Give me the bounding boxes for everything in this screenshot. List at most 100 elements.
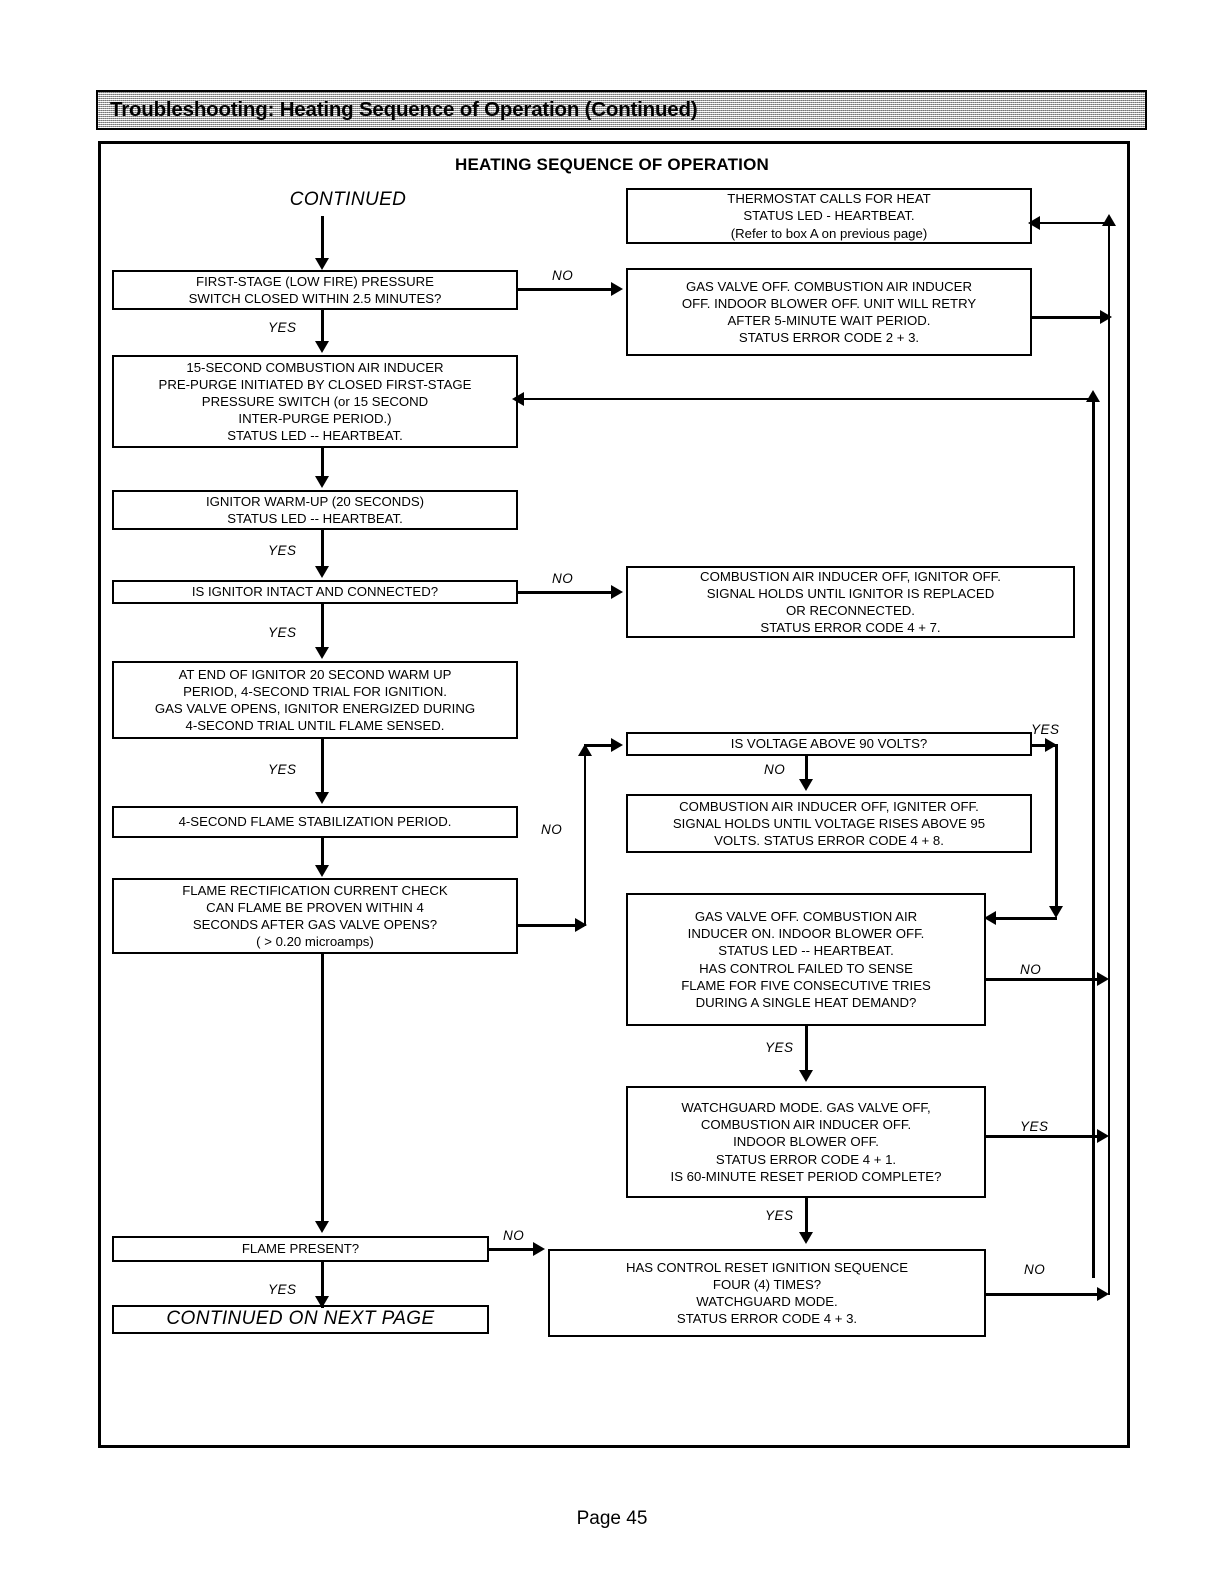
node-line: PERIOD, 4-SECOND TRIAL FOR IGNITION. bbox=[183, 683, 447, 699]
node-line: CAN FLAME BE PROVEN WITHIN 4 bbox=[206, 899, 424, 915]
arrow-down-icon bbox=[799, 779, 813, 791]
node-line: COMBUSTION AIR INDUCER OFF, IGNITER OFF. bbox=[679, 798, 979, 814]
node-five-consecutive-tries: GAS VALVE OFF. COMBUSTION AIR INDUCER ON… bbox=[626, 893, 986, 1026]
arrow-right-icon bbox=[611, 585, 623, 599]
edge-rectification-to-flame-present bbox=[321, 954, 324, 1222]
node-line: FLAME PRESENT? bbox=[241, 1241, 360, 1257]
arrow-up-icon bbox=[578, 744, 592, 756]
node-line: HAS CONTROL RESET IGNITION SEQUENCE bbox=[625, 1259, 909, 1275]
edge-prepurge-to-warmup bbox=[321, 448, 324, 478]
node-line: GAS VALVE OFF. COMBUSTION AIR INDUCER bbox=[685, 278, 972, 294]
edge-label-yes-flame-present: YES bbox=[268, 1282, 297, 1297]
node-line: HAS CONTROL FAILED TO SENSE bbox=[699, 960, 913, 976]
edge-label-no-ignitor: NO bbox=[552, 571, 574, 586]
node-line: 15-SECOND COMBUSTION AIR INDUCER bbox=[186, 359, 444, 375]
edge-trial-yes bbox=[321, 739, 324, 793]
edge-flame-rect-no-v bbox=[584, 752, 586, 926]
node-line: ( > 0.20 microamps) bbox=[256, 934, 374, 950]
node-pre-purge: 15-SECOND COMBUSTION AIR INDUCER PRE-PUR… bbox=[112, 355, 518, 448]
edge-watchguard-yes-down bbox=[805, 1198, 808, 1234]
arrow-down-icon bbox=[315, 1221, 329, 1233]
edge-first-stage-no bbox=[518, 288, 612, 291]
arrow-right-icon bbox=[1100, 310, 1112, 324]
node-line: STATUS ERROR CODE 4 + 7. bbox=[760, 620, 941, 636]
node-line: PRESSURE SWITCH (or 15 SECOND bbox=[201, 393, 429, 409]
node-line: IS IGNITOR INTACT AND CONNECTED? bbox=[191, 584, 439, 600]
section-header-banner: Troubleshooting: Heating Sequence of Ope… bbox=[96, 90, 1147, 130]
arrow-down-icon bbox=[799, 1070, 813, 1082]
edge-stabilization-to-rectification bbox=[321, 838, 324, 866]
edge-label-yes-voltage: YES bbox=[1031, 722, 1060, 737]
edge-ignitor-no bbox=[518, 591, 612, 594]
edge-flame-present-no bbox=[489, 1248, 537, 1251]
node-voltage-hold: COMBUSTION AIR INDUCER OFF, IGNITER OFF.… bbox=[626, 794, 1032, 853]
node-continued-on-next-page: CONTINUED ON NEXT PAGE bbox=[112, 1305, 489, 1334]
node-line: STATUS ERROR CODE 4 + 1. bbox=[715, 1151, 897, 1167]
node-line: SIGNAL HOLDS UNTIL VOLTAGE RISES ABOVE 9… bbox=[672, 815, 986, 831]
edge-label-yes-first-stage: YES bbox=[268, 320, 297, 335]
edge-flame-present-yes bbox=[321, 1262, 324, 1308]
rail-inner-to-prepurge bbox=[518, 398, 1092, 400]
arrow-right-icon bbox=[611, 282, 623, 296]
edge-voltage-yes-h2 bbox=[990, 917, 1057, 920]
node-gas-valve-off-retry: GAS VALVE OFF. COMBUSTION AIR INDUCER OF… bbox=[626, 268, 1032, 356]
node-reset-four-times: HAS CONTROL RESET IGNITION SEQUENCE FOUR… bbox=[548, 1249, 986, 1337]
arrow-down-icon bbox=[315, 258, 329, 270]
arrow-right-icon bbox=[1097, 1287, 1109, 1301]
arrow-up-icon bbox=[1086, 390, 1100, 402]
edge-ignitor-yes bbox=[321, 604, 324, 648]
node-flame-present: FLAME PRESENT? bbox=[112, 1236, 489, 1262]
node-line: WATCHGUARD MODE. bbox=[696, 1294, 838, 1309]
edge-label-yes-warm-up: YES bbox=[268, 543, 297, 558]
node-line: STATUS LED -- HEARTBEAT. bbox=[718, 943, 894, 959]
edge-voltage-yes-h bbox=[1032, 744, 1057, 747]
node-line: FOUR (4) TIMES? bbox=[712, 1276, 822, 1292]
node-line: VOLTS. STATUS ERROR CODE 4 + 8. bbox=[714, 833, 944, 849]
node-flame-stabilization: 4-SECOND FLAME STABILIZATION PERIOD. bbox=[112, 806, 518, 838]
edge-label-yes-watchguard: YES bbox=[1020, 1119, 1049, 1134]
node-first-stage-pressure-switch: FIRST-STAGE (LOW FIRE) PRESSURE SWITCH C… bbox=[112, 270, 518, 310]
arrow-left-icon bbox=[512, 392, 524, 406]
node-line: IGNITOR WARM-UP (20 SECONDS) bbox=[205, 493, 425, 509]
arrow-down-icon bbox=[315, 1296, 329, 1308]
node-line: COMBUSTION AIR INDUCER OFF, IGNITOR OFF. bbox=[700, 568, 1001, 584]
arrow-down-icon bbox=[315, 865, 329, 877]
node-line: STATUS ERROR CODE 2 + 3. bbox=[738, 330, 920, 346]
edge-reset-four-no bbox=[986, 1293, 1100, 1296]
node-line: STATUS LED -- HEARTBEAT. bbox=[227, 428, 403, 444]
node-line: SIGNAL HOLDS UNTIL IGNITOR IS REPLACED bbox=[706, 585, 995, 601]
node-is-voltage-above-90: IS VOLTAGE ABOVE 90 VOLTS? bbox=[626, 732, 1032, 756]
edge-five-tries-yes bbox=[805, 1026, 808, 1072]
node-line: 4-SECOND FLAME STABILIZATION PERIOD. bbox=[178, 814, 452, 830]
edge-label-no-flame-rect: NO bbox=[541, 822, 563, 837]
banner-title: Troubleshooting: Heating Sequence of Ope… bbox=[110, 98, 698, 121]
node-line: FLAME RECTIFICATION CURRENT CHECK bbox=[182, 882, 448, 898]
node-line: GAS VALVE OFF. COMBUSTION AIR bbox=[694, 909, 918, 925]
page-number: Page 45 bbox=[576, 1508, 648, 1529]
node-line: 4-SECOND TRIAL UNTIL FLAME SENSED. bbox=[185, 718, 445, 734]
node-line: IS VOLTAGE ABOVE 90 VOLTS? bbox=[730, 736, 928, 752]
edge-voltage-no bbox=[805, 756, 808, 781]
node-line: GAS VALVE OPENS, IGNITOR ENERGIZED DURIN… bbox=[154, 701, 476, 716]
node-line: SECONDS AFTER GAS VALVE OPENS? bbox=[192, 917, 438, 932]
edge-label-yes-five-tries: YES bbox=[765, 1040, 794, 1055]
rail-inner-right bbox=[1092, 398, 1095, 1278]
arrow-right-icon bbox=[533, 1242, 545, 1256]
node-line: AT END OF IGNITOR 20 SECOND WARM UP bbox=[178, 666, 452, 682]
edge-continued-to-first-stage bbox=[321, 216, 324, 260]
arrow-left-icon bbox=[984, 911, 996, 925]
node-flame-rectification: FLAME RECTIFICATION CURRENT CHECK CAN FL… bbox=[112, 878, 518, 954]
node-line: OR RECONNECTED. bbox=[786, 603, 915, 618]
node-line: OFF. INDOOR BLOWER OFF. UNIT WILL RETRY bbox=[681, 295, 977, 311]
arrow-right-icon bbox=[1045, 738, 1057, 752]
node-line: INDUCER ON. INDOOR BLOWER OFF. bbox=[687, 926, 925, 942]
node-line: DURING A SINGLE HEAT DEMAND? bbox=[695, 994, 917, 1010]
edge-label-no-five-tries: NO bbox=[1020, 962, 1042, 977]
node-thermostat: THERMOSTAT CALLS FOR HEAT STATUS LED - H… bbox=[626, 188, 1032, 244]
edge-voltage-yes-v bbox=[1055, 744, 1058, 914]
node-is-ignitor-intact: IS IGNITOR INTACT AND CONNECTED? bbox=[112, 580, 518, 604]
edge-gas-valve-retry-right bbox=[1032, 316, 1108, 319]
rail-outer-to-thermostat bbox=[1040, 222, 1108, 224]
arrow-down-icon bbox=[315, 341, 329, 353]
